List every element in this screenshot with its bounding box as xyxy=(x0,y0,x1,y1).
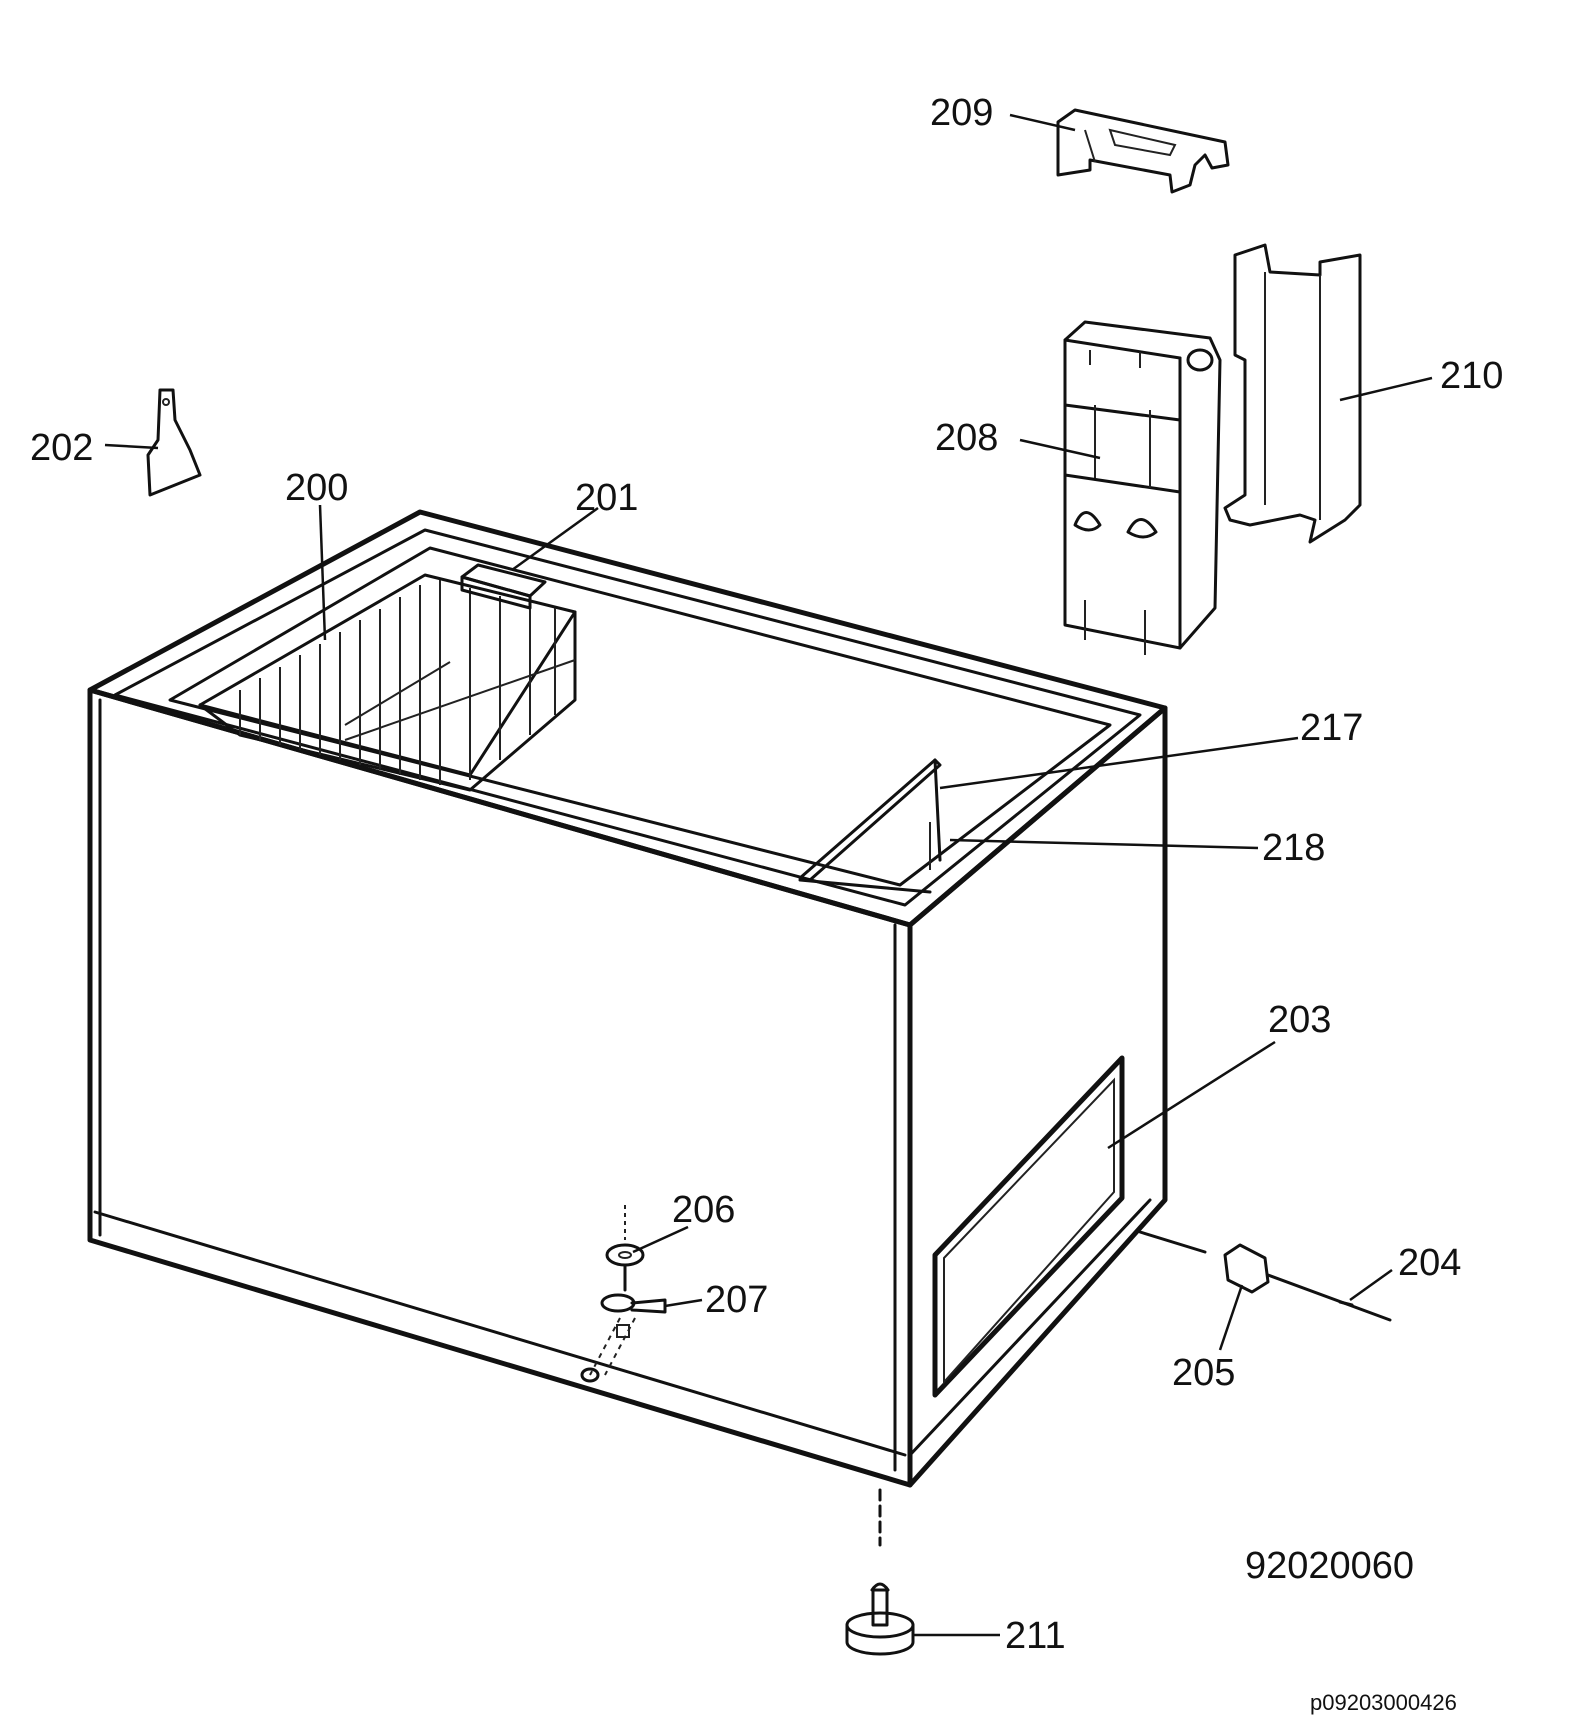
freezer-cabinet xyxy=(87,509,1168,1488)
label-206: 206 xyxy=(672,1189,735,1231)
label-200: 200 xyxy=(285,467,348,509)
basket-200 xyxy=(198,573,577,792)
label-208: 208 xyxy=(935,417,998,459)
scraper-202 xyxy=(146,388,202,497)
part-201 xyxy=(460,563,547,610)
leader-lines xyxy=(104,113,1433,1637)
divider-217 xyxy=(798,758,942,894)
foot-211 xyxy=(845,1488,915,1656)
bracket-208 xyxy=(1063,320,1222,655)
label-204: 204 xyxy=(1398,1242,1461,1284)
label-202: 202 xyxy=(30,427,93,469)
label-217: 217 xyxy=(1300,707,1363,749)
label-218: 218 xyxy=(1262,827,1325,869)
cover-210 xyxy=(1223,243,1362,544)
label-211: 211 xyxy=(1005,1615,1066,1657)
cover-209 xyxy=(1056,108,1230,194)
lock-parts-206-207 xyxy=(580,1205,667,1383)
label-209: 209 xyxy=(930,92,993,134)
connector-205 xyxy=(1138,1230,1392,1322)
part-labels: 209 208 210 202 200 201 217 218 203 204 … xyxy=(30,92,1503,1715)
panel-203 xyxy=(932,1055,1125,1398)
image-code: p09203000426 xyxy=(1310,1690,1457,1715)
label-210: 210 xyxy=(1440,355,1503,397)
label-205: 205 xyxy=(1172,1352,1235,1394)
label-201: 201 xyxy=(575,477,638,519)
label-203: 203 xyxy=(1268,999,1331,1041)
label-207: 207 xyxy=(705,1279,768,1321)
drawing-number: 92020060 xyxy=(1245,1545,1414,1587)
